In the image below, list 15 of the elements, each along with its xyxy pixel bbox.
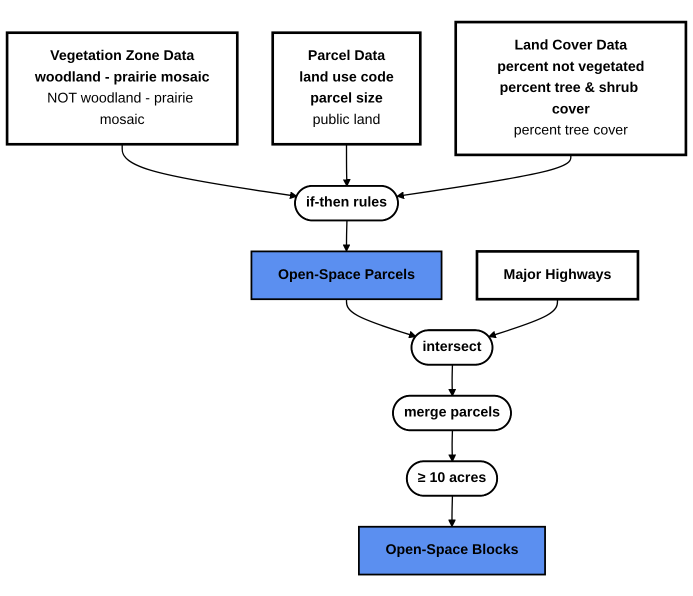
node-box: Open-Space Blocks [358, 526, 546, 576]
arrow [488, 298, 558, 338]
node-box: Open-Space Parcels [250, 250, 442, 300]
node-box: Vegetation Zone Data woodland - prairie mosaic NOT woodland - prairie mosaic [6, 31, 239, 146]
arrow [342, 144, 351, 186]
arrow [448, 496, 456, 527]
node-box: Parcel Data land use code parcel size public land [271, 31, 422, 146]
node-box: Major Highways [476, 250, 640, 300]
arrow [396, 154, 572, 199]
arrow [346, 298, 416, 338]
arrow [448, 430, 456, 462]
arrow [448, 364, 456, 396]
arrow [342, 220, 350, 252]
arrow [122, 144, 298, 199]
node-box: Land Cover Data percent not vegetated percent tree & shrub cover percent tree cover [454, 20, 688, 156]
